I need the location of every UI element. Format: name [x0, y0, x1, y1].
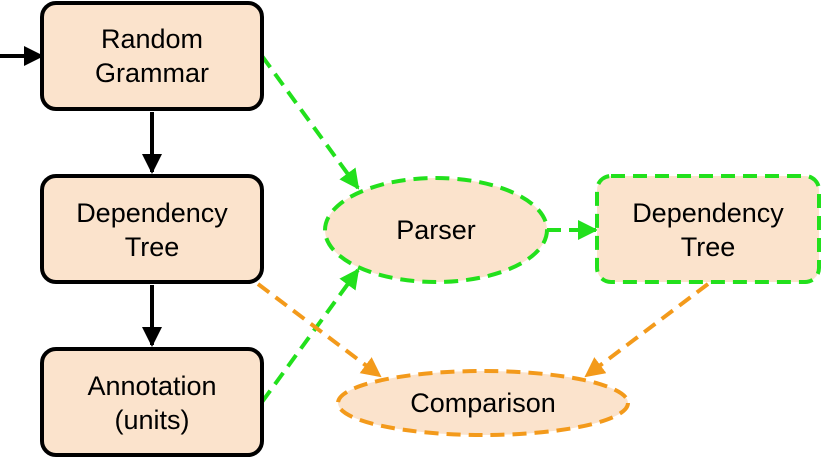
annotation-line1: Annotation [87, 371, 216, 401]
annotation-line2: (units) [114, 405, 189, 435]
random-grammar-line1: Random [101, 24, 203, 54]
dependency-tree-result-line1: Dependency [632, 198, 784, 228]
dependency-tree-line1: Dependency [76, 198, 228, 228]
random-grammar-line2: Grammar [95, 58, 209, 88]
arrow-annotation-to-parser [260, 268, 360, 404]
annotation-node: Annotation (units) [40, 347, 264, 457]
parser-node: Parser [323, 176, 549, 284]
dependency-tree-line2: Tree [125, 232, 180, 262]
random-grammar-node: Random Grammar [40, 1, 264, 111]
comparison-node: Comparison [336, 369, 630, 437]
parser-label: Parser [396, 215, 476, 245]
arrow-grammar-to-parser [260, 54, 360, 190]
arrow-tree-to-comparison [256, 282, 382, 378]
arrow-result-tree-to-comparison [584, 282, 710, 378]
dependency-tree-result-node: Dependency Tree [595, 174, 821, 284]
dependency-tree-result-line2: Tree [681, 232, 736, 262]
comparison-label: Comparison [410, 388, 556, 418]
dependency-tree-node: Dependency Tree [40, 174, 264, 284]
